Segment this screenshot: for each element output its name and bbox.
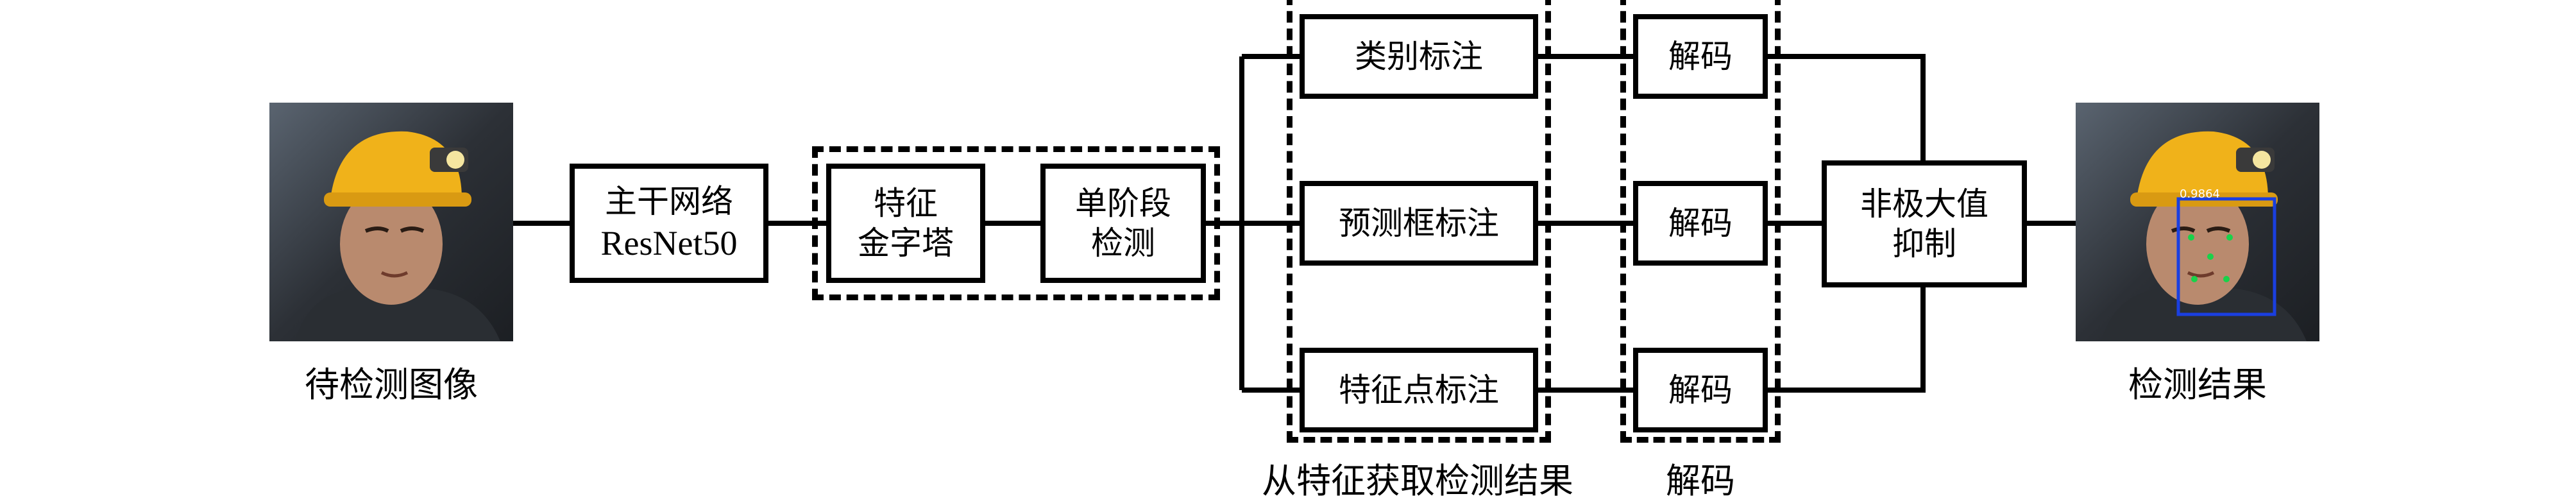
nms-box: 非极大值 抑制 <box>1822 160 2027 287</box>
landmark-point <box>2223 276 2230 282</box>
class-label-box: 类别标注 <box>1300 14 1538 99</box>
extract-group-caption: 从特征获取检测结果 <box>1262 461 1573 501</box>
backbone-box: 主干网络 ResNet50 <box>570 164 768 283</box>
input-caption: 待检测图像 <box>305 364 478 405</box>
single-stage-line2: 检测 <box>1091 225 1155 262</box>
fpn-line2: 金字塔 <box>858 225 954 262</box>
decode-text-3: 解码 <box>1668 371 1733 409</box>
extract-results-group <box>1287 0 1551 443</box>
input-image <box>269 103 513 341</box>
fpn-line1: 特征 <box>874 184 938 222</box>
backbone-line1: 主干网络 <box>605 183 733 220</box>
backbone-line2: ResNet50 <box>600 223 738 262</box>
class-label-text: 类别标注 <box>1355 37 1483 75</box>
output-caption: 检测结果 <box>2128 364 2267 405</box>
decode-box-1: 解码 <box>1633 14 1768 99</box>
nms-line1: 非极大值 <box>1860 185 1988 223</box>
detection-score: 0.9864 <box>2180 187 2220 201</box>
bbox-label-text: 预测框标注 <box>1339 204 1499 242</box>
landmark-point <box>2191 276 2198 282</box>
single-stage-line1: 单阶段 <box>1075 184 1171 222</box>
arrow-decode1-to-nms <box>1768 54 1926 160</box>
nms-line2: 抑制 <box>1892 225 1956 262</box>
decode-box-2: 解码 <box>1633 181 1768 266</box>
decode-group <box>1620 0 1781 443</box>
keypoint-label-text: 特征点标注 <box>1339 371 1499 409</box>
decode-text-2: 解码 <box>1668 204 1733 242</box>
single-stage-box: 单阶段 检测 <box>1040 164 1206 283</box>
decode-text-1: 解码 <box>1668 37 1733 75</box>
keypoint-label-box: 特征点标注 <box>1300 348 1538 432</box>
decode-group-caption: 解码 <box>1666 461 1735 501</box>
fpn-box: 特征 金字塔 <box>826 164 985 283</box>
output-image: 0.9864 <box>2076 103 2319 341</box>
landmark-point <box>2207 253 2214 260</box>
bbox-label-box: 预测框标注 <box>1300 181 1538 266</box>
landmark-point <box>2226 234 2233 241</box>
landmark-point <box>2188 234 2194 241</box>
arrow-decode3-to-nms <box>1768 287 1926 393</box>
detection-box <box>2176 197 2276 316</box>
fpn-detection-group <box>812 146 1220 300</box>
decode-box-3: 解码 <box>1633 348 1768 432</box>
